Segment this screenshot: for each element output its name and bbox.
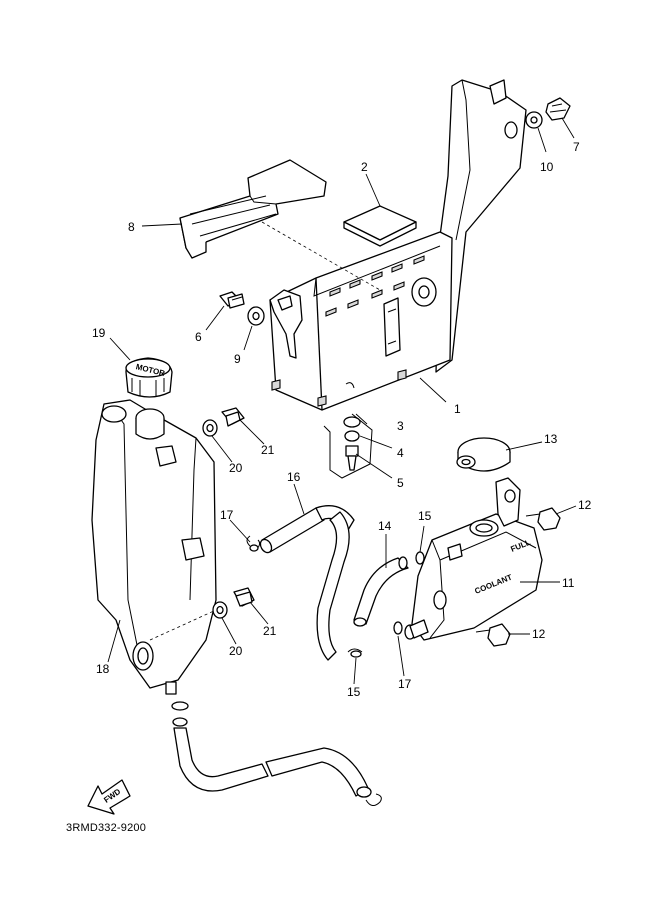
callout-21-lower: 21 xyxy=(263,624,277,638)
part-hose-long xyxy=(316,511,350,661)
part-bolt-5 xyxy=(345,445,359,471)
part-washer-20b xyxy=(212,601,228,619)
part-bolt-6 xyxy=(219,291,245,309)
part-coolant-tank: FULL COOLANT xyxy=(409,477,543,641)
callout-14: 14 xyxy=(378,519,392,533)
callout-9: 9 xyxy=(234,352,241,366)
callout-8: 8 xyxy=(128,220,135,234)
callout-20-lower: 20 xyxy=(229,644,243,658)
callout-21-upper: 21 xyxy=(261,443,275,457)
callout-3: 3 xyxy=(397,419,404,433)
part-grommet-4 xyxy=(343,416,361,442)
part-cover xyxy=(179,159,327,259)
part-wire-3 xyxy=(323,382,373,479)
part-bolt-21a xyxy=(221,407,245,427)
part-bolt-12a xyxy=(525,507,561,531)
callout-13: 13 xyxy=(544,432,558,446)
diagram-code: 3RMD332-9200 xyxy=(66,822,146,834)
part-washer-20a xyxy=(202,419,218,437)
part-radiator-tank xyxy=(91,399,217,695)
callout-5: 5 xyxy=(397,476,404,490)
callout-15-upper: 15 xyxy=(418,509,432,523)
callout-10: 10 xyxy=(540,160,554,174)
callout-19: 19 xyxy=(92,326,106,340)
callout-2: 2 xyxy=(361,160,368,174)
part-tank-cap xyxy=(456,437,511,472)
part-bolt-21b xyxy=(233,587,255,607)
callout-12-upper: 12 xyxy=(578,498,592,512)
callout-4: 4 xyxy=(397,446,404,460)
callout-11: 11 xyxy=(562,576,575,590)
part-bolt-7 xyxy=(545,97,571,121)
callout-20-upper: 20 xyxy=(229,461,243,475)
part-hose-14 xyxy=(353,556,409,627)
part-pad xyxy=(343,205,417,247)
callout-1: 1 xyxy=(454,402,461,416)
part-bolt-12b xyxy=(475,623,511,647)
part-bracket xyxy=(261,79,527,411)
part-cap: MOTOR xyxy=(125,357,173,398)
callout-labels: 1 2 3 4 5 6 7 8 9 10 11 12 12 13 14 15 1… xyxy=(92,140,592,699)
callout-15-lower: 15 xyxy=(347,685,361,699)
callout-7: 7 xyxy=(573,140,580,154)
callout-12-lower: 12 xyxy=(532,627,546,641)
part-clamp-15b xyxy=(347,648,363,658)
part-clamp-17a xyxy=(246,535,261,552)
part-drain-hose xyxy=(171,701,382,806)
callout-18: 18 xyxy=(96,662,110,676)
leader-lines xyxy=(107,117,577,685)
part-washer-10 xyxy=(525,111,543,129)
callout-16: 16 xyxy=(287,470,301,484)
part-washer-9 xyxy=(247,306,265,326)
callout-17-lower: 17 xyxy=(398,677,412,691)
callout-6: 6 xyxy=(195,330,202,344)
callout-17-upper: 17 xyxy=(220,508,234,522)
fwd-arrow-icon: FWD xyxy=(87,779,131,815)
